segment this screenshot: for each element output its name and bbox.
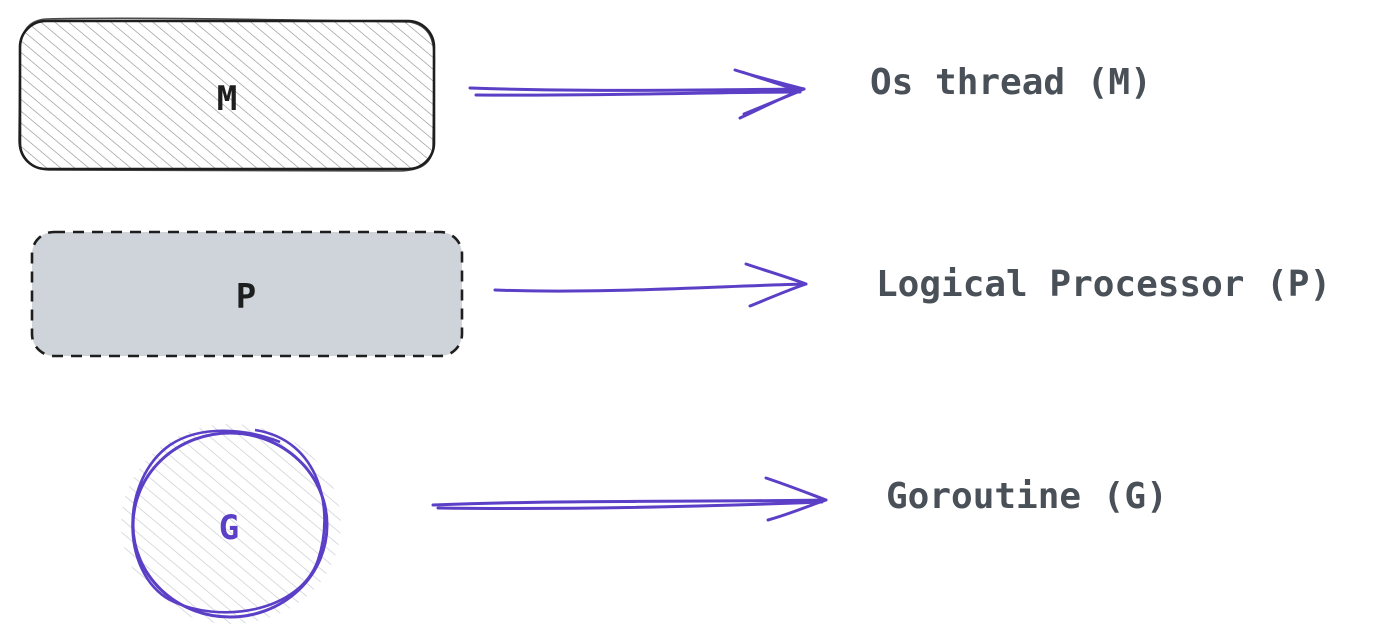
logical-processor-box [30,230,464,358]
arrow-g [431,476,828,522]
arrow-m [468,68,806,120]
arrow-p-shaft [493,282,808,293]
arrow-p [493,262,808,308]
logical-processor-description: Logical Processor (P) [876,264,1331,305]
os-thread-description: Os thread (M) [870,62,1152,103]
goroutine-label: G [219,508,239,548]
goroutine-description: Goroutine (G) [886,476,1168,517]
os-thread-label: M [217,79,237,119]
goroutine-node: G [121,424,341,624]
arrow-p-head [744,262,808,308]
os-thread-node: M [18,17,436,172]
arrow-g-head [764,476,828,522]
logical-processor-node: P [30,230,464,358]
os-thread-box-sketch-line [18,17,436,172]
arrow-m-shaft [468,86,806,97]
logical-processor-label: P [236,277,256,317]
arrow-m-head [733,68,806,120]
arrow-g-shaft [431,498,828,511]
goroutine-circle-sketch-line [131,428,326,614]
